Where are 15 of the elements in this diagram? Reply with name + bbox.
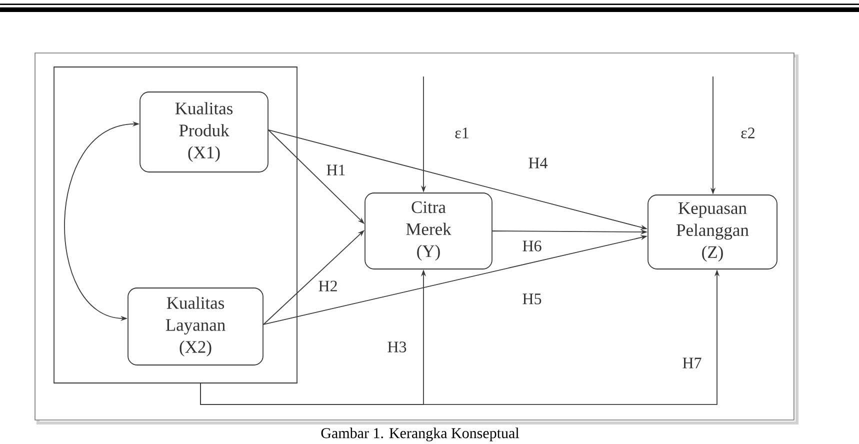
edge-label: ε1 [454,126,470,140]
edge-label: H5 [521,292,543,306]
variable-box: Kualitas Produk (X1) [140,92,268,172]
caption: Gambar 1. Kerangka Konseptual [321,428,520,442]
variable-box: Kualitas Layanan (X2) [128,288,264,366]
edge-label: H6 [521,240,543,252]
enclosing-box [54,66,298,384]
edge-label: H4 [527,156,549,170]
edge-label: ε2 [740,126,756,140]
edge-label: H3 [386,340,408,354]
edge-label: H1 [325,164,347,176]
edge-label: H2 [317,280,339,292]
variable-box: Kepuasan Pelanggan (Z) [648,194,778,270]
edge-label: H7 [681,356,703,370]
variable-box: Citra Merek (Y) [364,192,492,270]
